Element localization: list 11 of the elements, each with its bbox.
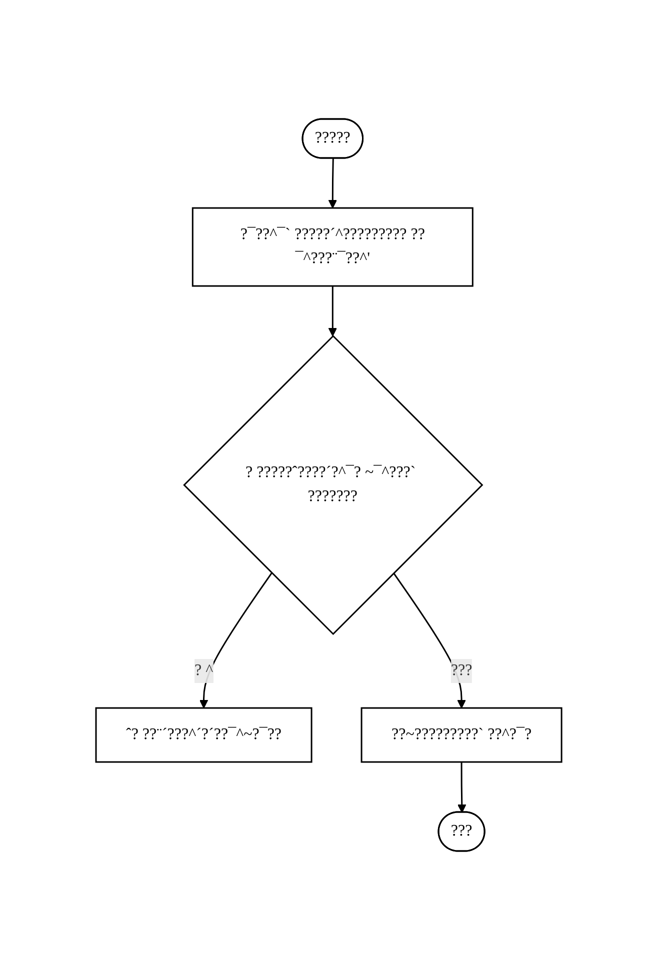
arrow (457, 762, 466, 812)
arrow (392, 572, 466, 708)
edge-label: ??? (450, 662, 472, 678)
node-box: ˆ? ??¨´???^´?´??¯^~?¯?? (94, 706, 312, 762)
node-diamond: ? ?????ˆ????´?^¯? ~¯^???` ??????? (182, 334, 483, 635)
arrow (328, 158, 337, 208)
arrow (328, 286, 337, 336)
node-box: ?¯??^¯` ?????´^????????? ??¯^???¨¯??^' (192, 206, 474, 286)
node-box: ??~?????????` ??^?¯? (360, 706, 562, 762)
edge-label: ? ^ (194, 662, 213, 678)
arrow (199, 572, 272, 708)
